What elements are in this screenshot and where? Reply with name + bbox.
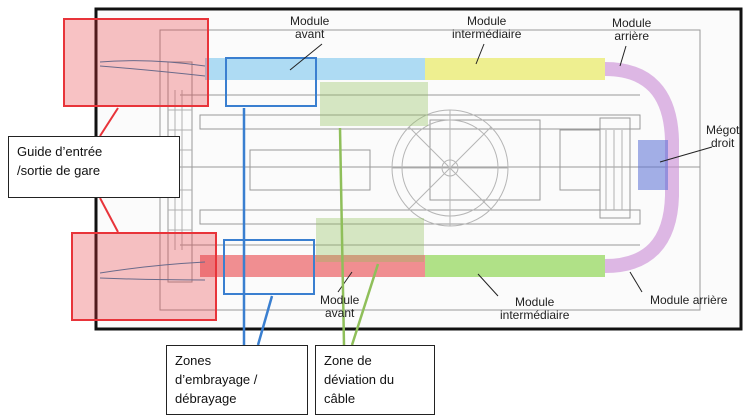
megot-droit-zone (638, 140, 668, 190)
track-module-intermediaire-top (425, 58, 605, 80)
callout-zones-embrayage: Zones d’embrayage / débrayage (166, 345, 308, 415)
guide-zone-bottom (71, 232, 217, 321)
guide-zone-top (63, 18, 209, 107)
cable-wheel (391, 109, 509, 227)
label-megot-droit: Mégot droit (706, 123, 740, 151)
callout-guide-entree-sortie: Guide d’entrée /sortie de gare (8, 136, 180, 198)
label-module-arriere-top: Module arrière (612, 16, 652, 44)
label-module-avant-top: Module avant (290, 14, 330, 42)
track-module-avant-bottom (200, 255, 425, 277)
guide-arrows (99, 107, 119, 233)
guide-rails (99, 60, 206, 281)
track-module-intermediaire-bottom (425, 255, 605, 277)
label-module-intermediaire-top: Module intermédiaire (452, 14, 522, 42)
callout-zone-deviation-cable: Zone de déviation du câble (315, 345, 435, 415)
label-module-intermediaire-bottom: Module intermédiaire (500, 295, 570, 323)
leader-lines (289, 43, 713, 297)
label-module-avant-bottom: Module avant (320, 293, 360, 321)
embrayage-arrows (242, 108, 274, 346)
deviation-zone-top (320, 82, 428, 126)
deviation-arrows (338, 127, 380, 346)
track-module-arriere (604, 62, 679, 273)
label-module-arriere-bottom: Module arrière (650, 293, 728, 307)
embrayage-zone-bottom (223, 239, 315, 295)
embrayage-zone-top (225, 57, 317, 107)
deviation-zone-bottom (316, 218, 424, 262)
